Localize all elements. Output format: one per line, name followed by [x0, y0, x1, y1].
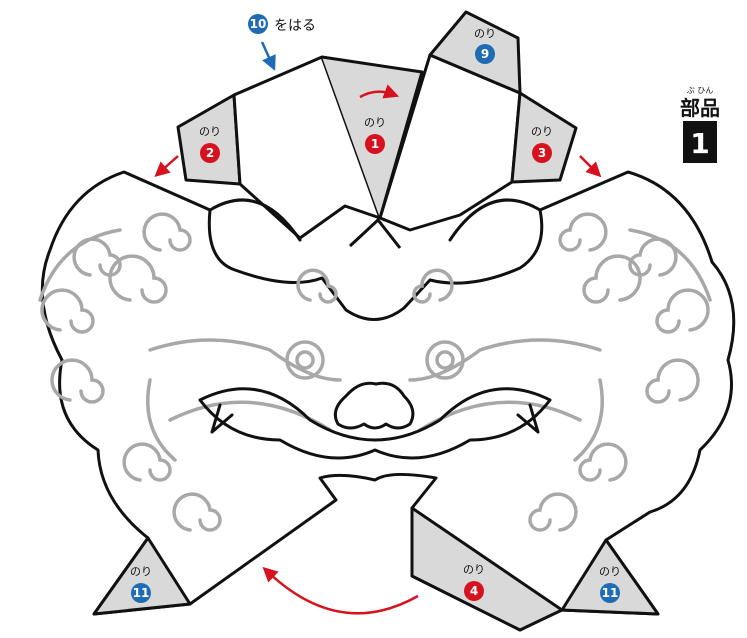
hint-text: をはる — [274, 18, 316, 34]
mane-swirls — [38, 212, 712, 532]
glue-text: のり — [130, 565, 152, 578]
glue-number-badge — [532, 143, 552, 163]
glue-label-tab-11-right: のり 11 — [599, 565, 621, 603]
glue-number: 3 — [538, 146, 546, 160]
part-number-box — [683, 121, 717, 163]
arrow-tab-4 — [262, 566, 419, 615]
face-outline — [40, 170, 736, 632]
glue-number: 11 — [602, 586, 619, 600]
arrow-tab-1 — [359, 84, 400, 99]
part-number: 1 — [690, 127, 709, 160]
arrow-tab-2 — [154, 155, 179, 177]
arrow-hint-10 — [260, 41, 276, 71]
arrows — [154, 41, 602, 615]
glue-label-tab-4: のり 4 — [463, 563, 485, 601]
glue-label-tab-11-left: のり 11 — [130, 565, 152, 603]
glue-number-badge — [131, 583, 151, 603]
glue-number: 11 — [133, 586, 150, 600]
flap-right-shade — [510, 91, 578, 184]
glue-text: のり — [364, 116, 386, 129]
hint-paste-10: 10 をはる — [248, 14, 316, 34]
glue-text: のり — [463, 563, 485, 576]
glue-number: 2 — [206, 146, 214, 160]
glue-text: のり — [531, 125, 553, 138]
part-label: ぶ ひん 部品 1 — [680, 86, 720, 163]
glue-label-tab-3: のり 3 — [531, 125, 553, 163]
glue-number-badge — [475, 44, 495, 64]
bottom-right-tab-shade — [560, 538, 660, 616]
part-label-ruby: ぶ ひん — [687, 86, 714, 95]
hint-number: 10 — [250, 17, 267, 31]
part-label-title: 部品 — [680, 96, 720, 120]
glue-number-badge — [464, 581, 484, 601]
arrow-tab-3 — [579, 155, 602, 178]
hint-number-badge — [248, 14, 268, 34]
flap-top-right-shade — [428, 10, 522, 95]
glue-label-tab-1: のり 1 — [364, 116, 386, 154]
bottom-tabs — [92, 506, 660, 632]
glue-label-tab-9: のり 9 — [474, 27, 496, 64]
bottom-left-tab-shade — [92, 536, 192, 616]
flap-left-shade — [176, 93, 242, 186]
top-flaps — [176, 10, 578, 249]
glue-number: 4 — [470, 584, 478, 598]
glue-text: のり — [599, 565, 621, 578]
glue-number-badge — [200, 143, 220, 163]
glue-label-tab-2: のり 2 — [199, 125, 221, 163]
glue-text: のり — [199, 125, 221, 138]
glue-number: 1 — [371, 137, 379, 151]
bottom-center-tab-shade — [410, 506, 564, 632]
glue-number-badge — [365, 134, 385, 154]
glue-number-badge — [600, 583, 620, 603]
face-features — [198, 198, 552, 460]
glue-text: のり — [474, 27, 496, 40]
glue-number: 9 — [481, 47, 489, 61]
